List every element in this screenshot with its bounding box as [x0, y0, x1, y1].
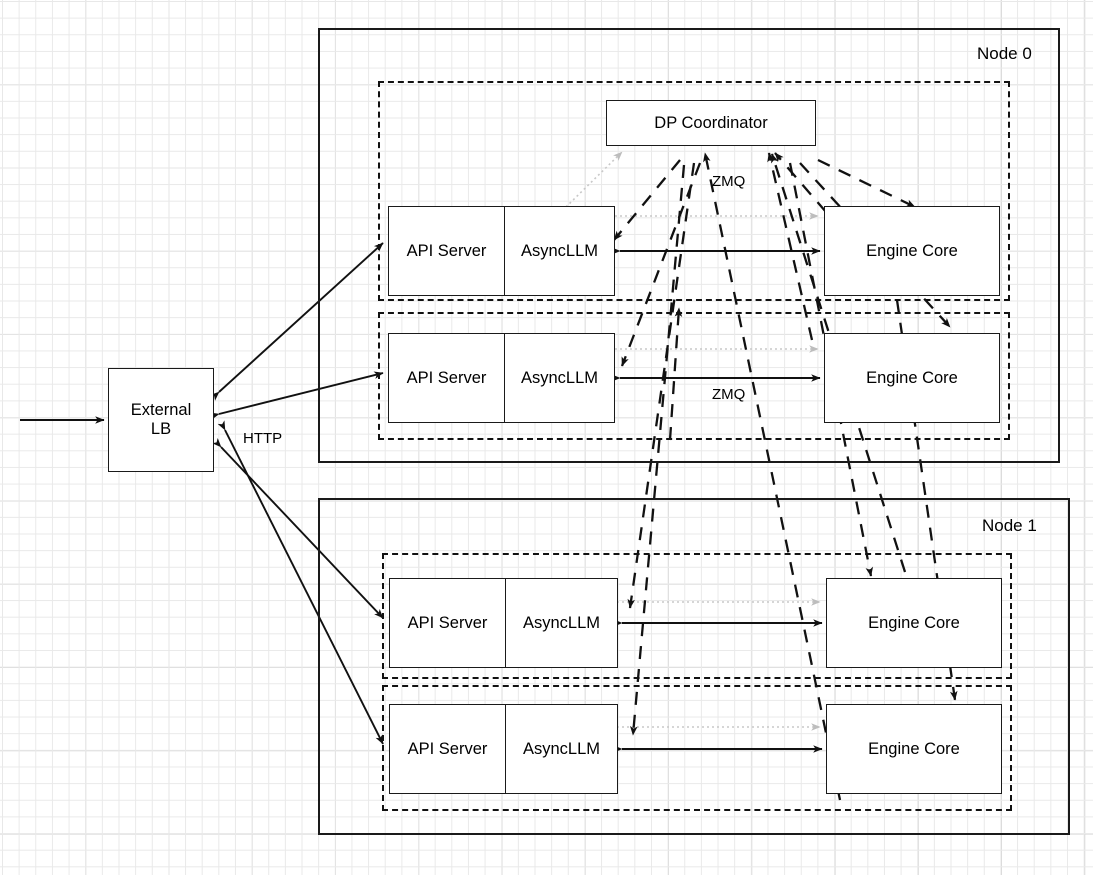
dp-coordinator-box[interactable]: DP Coordinator: [606, 100, 816, 146]
engine-core-label-n0-g0: Engine Core: [866, 241, 958, 260]
engine-core-n1-g1[interactable]: Engine Core: [826, 704, 1002, 794]
api-server-n0-g0[interactable]: API Server: [389, 207, 505, 295]
dp-coordinator-label: DP Coordinator: [654, 113, 768, 132]
asyncllm-n0-g1[interactable]: AsyncLLM: [520, 368, 599, 387]
node-1-dp-group-0: [382, 553, 1012, 679]
edge-lb-to-api-n0g0: [209, 242, 384, 401]
node-0-frame: [318, 28, 1060, 463]
edge-dashed-engine-n0g0-to-coordinator: [774, 152, 827, 213]
edge-dashed-coordinator-to-asyncllm-n0g0: [613, 159, 681, 241]
frontend-box-n1-g1[interactable]: API Server AsyncLLM: [389, 704, 618, 794]
edge-dashed-coordinator-to-asyncllm-n1g1: [629, 164, 686, 736]
engine-core-n0-g1[interactable]: Engine Core: [824, 333, 1000, 423]
asyncllm-n1-g0[interactable]: AsyncLLM: [522, 613, 601, 632]
zmq-coordinator-label: ZMQ: [712, 173, 746, 190]
edge-lb-to-api-n0g1: [209, 371, 384, 420]
edge-dashed-engine-n0g1-to-coordinator: [767, 152, 814, 341]
asyncllm-n0-g0[interactable]: AsyncLLM: [520, 241, 599, 260]
node-1-label: Node 1: [982, 516, 1037, 535]
edge-lb-to-api-n1g1: [217, 420, 384, 745]
frontend-box-n0-g1[interactable]: API Server AsyncLLM: [388, 333, 615, 423]
edge-dashed-coordinator-to-engine-n0g0: [817, 158, 916, 209]
engine-core-label-n1-g1: Engine Core: [868, 739, 960, 758]
asyncllm-n1-g1[interactable]: AsyncLLM: [522, 739, 601, 758]
external-lb-label-line2: LB: [150, 420, 172, 438]
api-server-n1-g0[interactable]: API Server: [390, 579, 506, 667]
node-1-dp-group-1: [382, 685, 1012, 811]
frontend-box-n0-g0[interactable]: API Server AsyncLLM: [388, 206, 615, 296]
edge-dashed-coordinator-to-asyncllm-n1g0: [627, 162, 696, 609]
engine-core-label-n1-g0: Engine Core: [868, 613, 960, 632]
node-1-frame: [318, 498, 1070, 835]
edge-dashed-engine-n1g1-to-coordinator: [703, 152, 842, 801]
edge-dotted-asyncllm-coordinator: [565, 151, 623, 208]
engine-core-label-n0-g1: Engine Core: [866, 368, 958, 387]
node-0-dp-group-1: [378, 312, 1010, 440]
node-0-dp-group-0: [378, 81, 1010, 301]
engine-core-n0-g0[interactable]: Engine Core: [824, 206, 1000, 296]
frontend-box-n1-g0[interactable]: API Server AsyncLLM: [389, 578, 618, 668]
api-server-n1-g1[interactable]: API Server: [390, 705, 506, 793]
node-0-label: Node 0: [977, 44, 1032, 63]
http-edge-label: HTTP: [243, 430, 283, 447]
external-lb-label-line1: External: [130, 401, 192, 419]
engine-core-n1-g0[interactable]: Engine Core: [826, 578, 1002, 668]
api-server-n0-g1[interactable]: API Server: [389, 334, 505, 422]
zmq-engine-label-n0-g1: ZMQ: [712, 386, 746, 403]
external-lb-box[interactable]: External LB: [108, 368, 214, 472]
